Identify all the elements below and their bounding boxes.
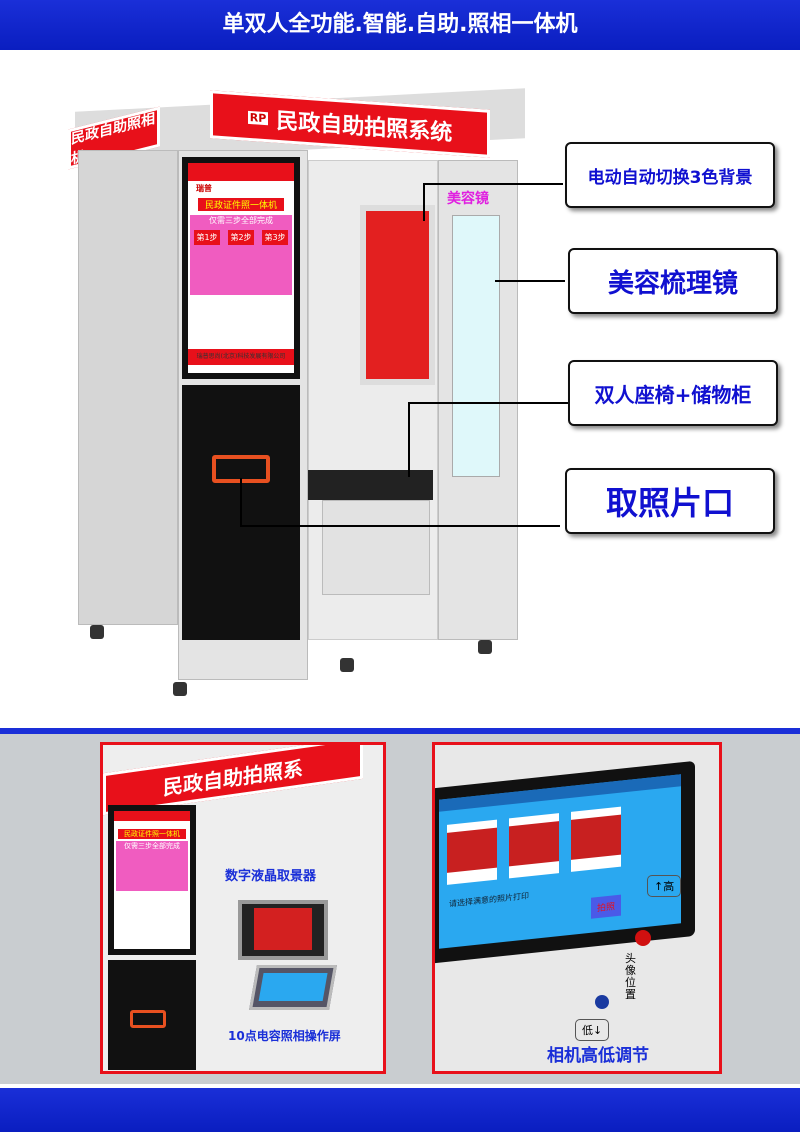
- step-3: 第3步: [262, 230, 288, 245]
- callout-mirror: 美容梳理镜: [568, 248, 778, 314]
- mirror-label: 美容镜: [447, 191, 489, 207]
- photo-option[interactable]: [571, 806, 621, 872]
- booth-side-panel: [78, 150, 178, 625]
- head-position-label: 头像位置: [625, 952, 636, 1001]
- lower-button[interactable]: [595, 995, 609, 1009]
- detail-cabinet: [108, 960, 196, 1070]
- step-2: 第2步: [228, 230, 254, 245]
- raise-button[interactable]: [635, 930, 651, 946]
- storage-cabinet: [322, 500, 430, 595]
- wheel: [340, 658, 354, 672]
- arrow-line: [408, 402, 410, 477]
- camera-screen: 请选择满意的照片打印 拍照: [439, 774, 681, 949]
- viewfinder-label: 数字液晶取景器: [225, 869, 317, 884]
- detail-right-frame: 请选择满意的照片打印 拍照 ↑高 头像位置 低↓ 相机高低调节: [432, 742, 722, 1074]
- detail-steps-heading: 仅需三步全部完成: [116, 841, 188, 891]
- arrow-line: [423, 183, 425, 221]
- arrow-line: [495, 280, 565, 282]
- wheel: [173, 682, 187, 696]
- arrow-line: [423, 183, 563, 185]
- detail-screen-title: 民政证件照一体机: [118, 829, 186, 839]
- arrow-line: [240, 478, 242, 526]
- detail-left-frame: 民政自助拍照系 民政证件照一体机 仅需三步全部完成 数字液晶取景器 10点电容照…: [100, 742, 386, 1074]
- detail-photo-slot: [130, 1010, 166, 1028]
- photo-option[interactable]: [447, 819, 497, 885]
- header-bar: 单双人全功能.智能.自助.照相一体机: [0, 0, 800, 50]
- capture-button[interactable]: 拍照: [590, 894, 621, 919]
- step-1: 第1步: [194, 230, 220, 245]
- wheel: [478, 640, 492, 654]
- screen-footer: 瑞普思尚(北京)科技发展有限公司: [188, 349, 294, 365]
- touch-screen: [249, 965, 337, 1010]
- camera-screen-bezel: 请选择满意的照片打印 拍照: [435, 760, 695, 965]
- raise-label: ↑高: [647, 875, 682, 897]
- lower-label: 低↓: [575, 1019, 610, 1041]
- steps-heading: 仅需三步全部完成: [209, 216, 273, 225]
- brand-name: 瑞普: [196, 184, 212, 193]
- footer-bar: [0, 1088, 800, 1132]
- seat: [308, 470, 433, 500]
- arrow-line: [408, 402, 568, 404]
- callout-background: 电动自动切换3色背景: [565, 142, 775, 208]
- steps-panel: 仅需三步全部完成 第1步 第2步 第3步: [190, 215, 292, 295]
- touch-screen-label: 10点电容照相操作屏: [228, 1029, 341, 1043]
- callout-seat: 双人座椅+储物柜: [568, 360, 778, 426]
- top-sign-text: 民政自助拍照系统: [276, 108, 453, 147]
- callout-photo-slot: 取照片口: [565, 468, 775, 534]
- brand-logo: RP: [247, 110, 269, 125]
- detail-info-screen: 民政证件照一体机 仅需三步全部完成: [108, 805, 196, 955]
- screen-title: 民政证件照一体机: [198, 198, 284, 211]
- photo-option[interactable]: [509, 813, 559, 879]
- camera-height-caption: 相机高低调节: [547, 1046, 649, 1066]
- background-panel: [360, 205, 435, 385]
- wheel: [90, 625, 104, 639]
- viewfinder: [238, 900, 328, 960]
- info-screen: 瑞普 民政证件照一体机 仅需三步全部完成 第1步 第2步 第3步 瑞普思尚(北京…: [182, 157, 300, 379]
- mirror: [452, 215, 500, 477]
- arrow-line: [240, 525, 560, 527]
